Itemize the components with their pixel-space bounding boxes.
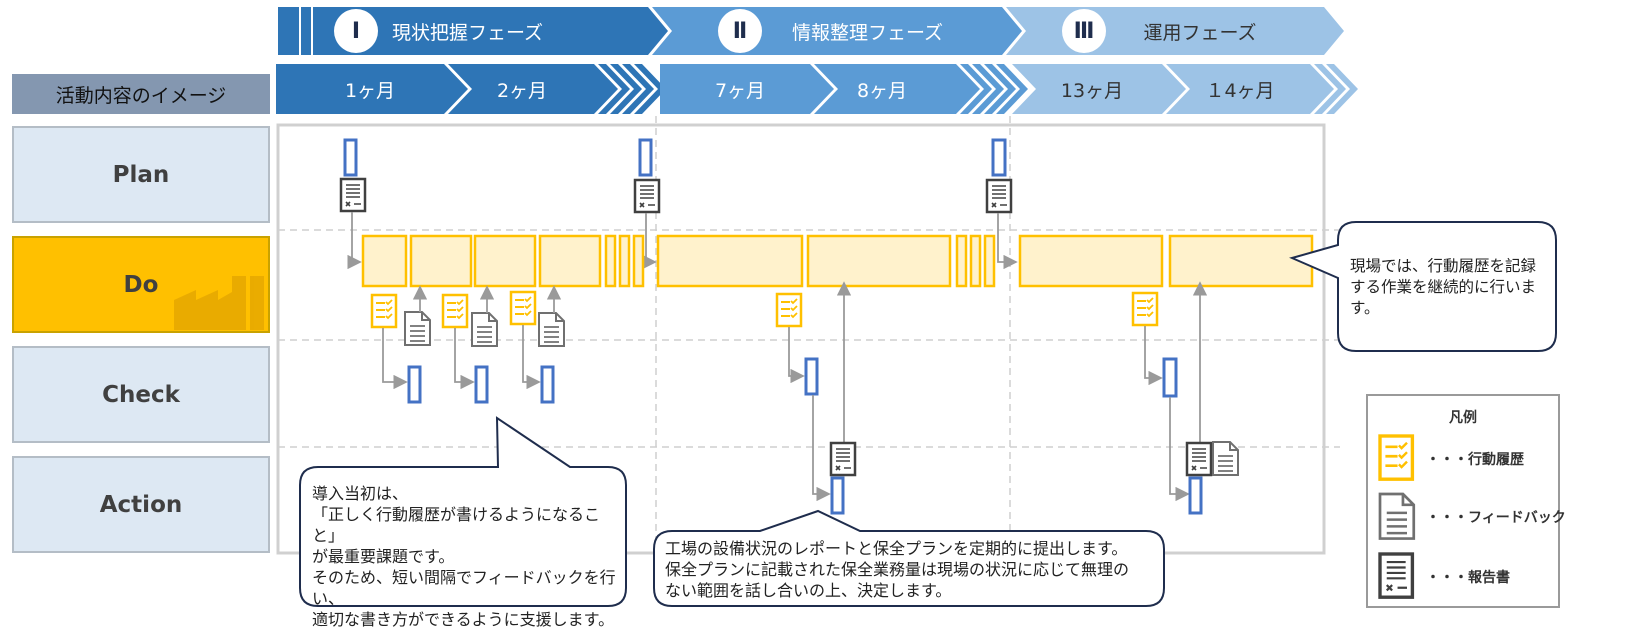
callout-middle-line: ない範囲を話し合いの上、決定します。 <box>665 581 952 600</box>
callout-middle-line: 保全プランに記載された保全業務量は現場の状況に応じて無理の <box>665 560 1130 579</box>
month-chevron-2 <box>448 64 618 114</box>
row-label-plan: Plan <box>12 126 270 223</box>
activity-header: 活動内容のイメージ <box>55 84 227 107</box>
do-box <box>604 234 617 288</box>
month-chevron-1 <box>276 64 468 114</box>
month-label-4: 8ヶ月 <box>856 79 908 102</box>
do-box <box>983 234 996 288</box>
do-box <box>969 234 982 288</box>
callout-left-line: 「正しく行動履歴が書けるようになること」 <box>312 505 601 545</box>
do-box <box>1168 234 1314 288</box>
action-log-icon <box>1131 291 1159 327</box>
report-icon <box>985 178 1013 214</box>
check-bar <box>1162 357 1178 398</box>
callout-left-line: 導入当初は、 <box>312 484 409 503</box>
row-label-do: Do <box>12 236 270 333</box>
feedback-icon <box>538 312 565 347</box>
report-icon <box>1378 552 1415 599</box>
action-bar <box>830 476 845 515</box>
callout-middle-line: 工場の設備状況のレポートと保全プランを定期的に提出します。 <box>665 539 1128 558</box>
check-bar <box>474 365 489 404</box>
callout-middle-shape <box>653 509 1165 607</box>
feedback-icon <box>1378 492 1416 540</box>
callout-middle-text: 工場の設備状況のレポートと保全プランを定期的に提出します。 保全プランに記載され… <box>665 538 1165 601</box>
do-box <box>538 234 602 288</box>
plan-bar-1 <box>343 138 358 177</box>
month-more-2 <box>960 64 1028 114</box>
action-log-icon <box>775 292 803 328</box>
month-label-5: 13ヶ月 <box>1060 79 1124 102</box>
row-label-check: Check <box>12 346 270 443</box>
callout-right-text: 現場では、行動履歴を記録する作業を継続的に行います。 <box>1350 257 1537 317</box>
check-bar <box>540 365 555 404</box>
feedback-icon <box>404 311 431 346</box>
phase-2-numeral: Ⅱ <box>732 18 748 44</box>
report-icon <box>633 178 661 214</box>
factory-icon <box>174 276 264 330</box>
row-label-action: Action <box>12 456 270 553</box>
callout-left-line: が最重要課題です。 <box>312 547 455 566</box>
action-log-icon <box>509 290 537 326</box>
month-more-1 <box>598 64 666 114</box>
callout-left-text: 導入当初は、 「正しく行動履歴が書けるようになること」 が最重要課題です。 その… <box>312 483 624 630</box>
report-icon <box>829 441 857 477</box>
plan-bar-3 <box>991 138 1007 177</box>
month-chevron-4 <box>814 64 980 114</box>
month-label-2: 2ヶ月 <box>496 79 548 102</box>
month-more-3 <box>1314 64 1358 114</box>
action-log-icon <box>441 293 469 329</box>
check-bar <box>407 365 422 404</box>
legend-label-report: ・・・報告書 <box>1426 570 1510 586</box>
month-label-3: 7ヶ月 <box>714 79 766 102</box>
do-box <box>656 234 804 288</box>
do-box <box>955 234 968 288</box>
activity-header-box <box>12 74 270 114</box>
phase-1-chevron <box>278 7 668 55</box>
check-bar <box>804 357 819 396</box>
plan-bar-2 <box>638 138 653 177</box>
feedback-icon <box>1212 441 1239 476</box>
phase-1-numeral: Ⅰ <box>351 18 361 44</box>
month-label-1: 1ヶ月 <box>344 79 396 102</box>
action-bar <box>1188 476 1203 515</box>
report-icon <box>1185 441 1213 477</box>
legend-label-action-log: ・・・行動履歴 <box>1426 452 1524 468</box>
do-box <box>473 234 537 288</box>
phase-1-name: 現状把握フェーズ <box>391 21 544 44</box>
callout-left-line: 適切な書き方ができるように支援します。 <box>312 610 615 629</box>
legend-title: 凡例 <box>1449 410 1477 426</box>
phase-3-numeral: Ⅲ <box>1073 18 1095 44</box>
month-chevron-6 <box>1166 64 1334 114</box>
do-box <box>361 234 408 288</box>
do-box <box>618 234 631 288</box>
phase-2-name: 情報整理フェーズ <box>791 21 944 44</box>
callout-right-shape <box>1289 221 1557 352</box>
do-box <box>1018 234 1164 288</box>
feedback-icon <box>471 312 498 347</box>
month-label-6: １4ヶ月 <box>1205 79 1275 102</box>
do-box <box>806 234 952 288</box>
action-log-icon <box>370 293 398 329</box>
callout-left-line: そのため、短い間隔でフィードバックを行い、 <box>312 568 616 608</box>
month-chevron-5 <box>1012 64 1186 114</box>
month-chevron-3 <box>660 64 834 114</box>
phase-3-name: 運用フェーズ <box>1143 21 1257 44</box>
do-box <box>409 234 473 288</box>
action-log-icon <box>1378 434 1415 481</box>
report-icon <box>339 177 367 213</box>
do-box <box>632 234 645 288</box>
callout-left-shape <box>299 416 627 607</box>
legend-label-feedback: ・・・フィードバック <box>1426 510 1566 526</box>
